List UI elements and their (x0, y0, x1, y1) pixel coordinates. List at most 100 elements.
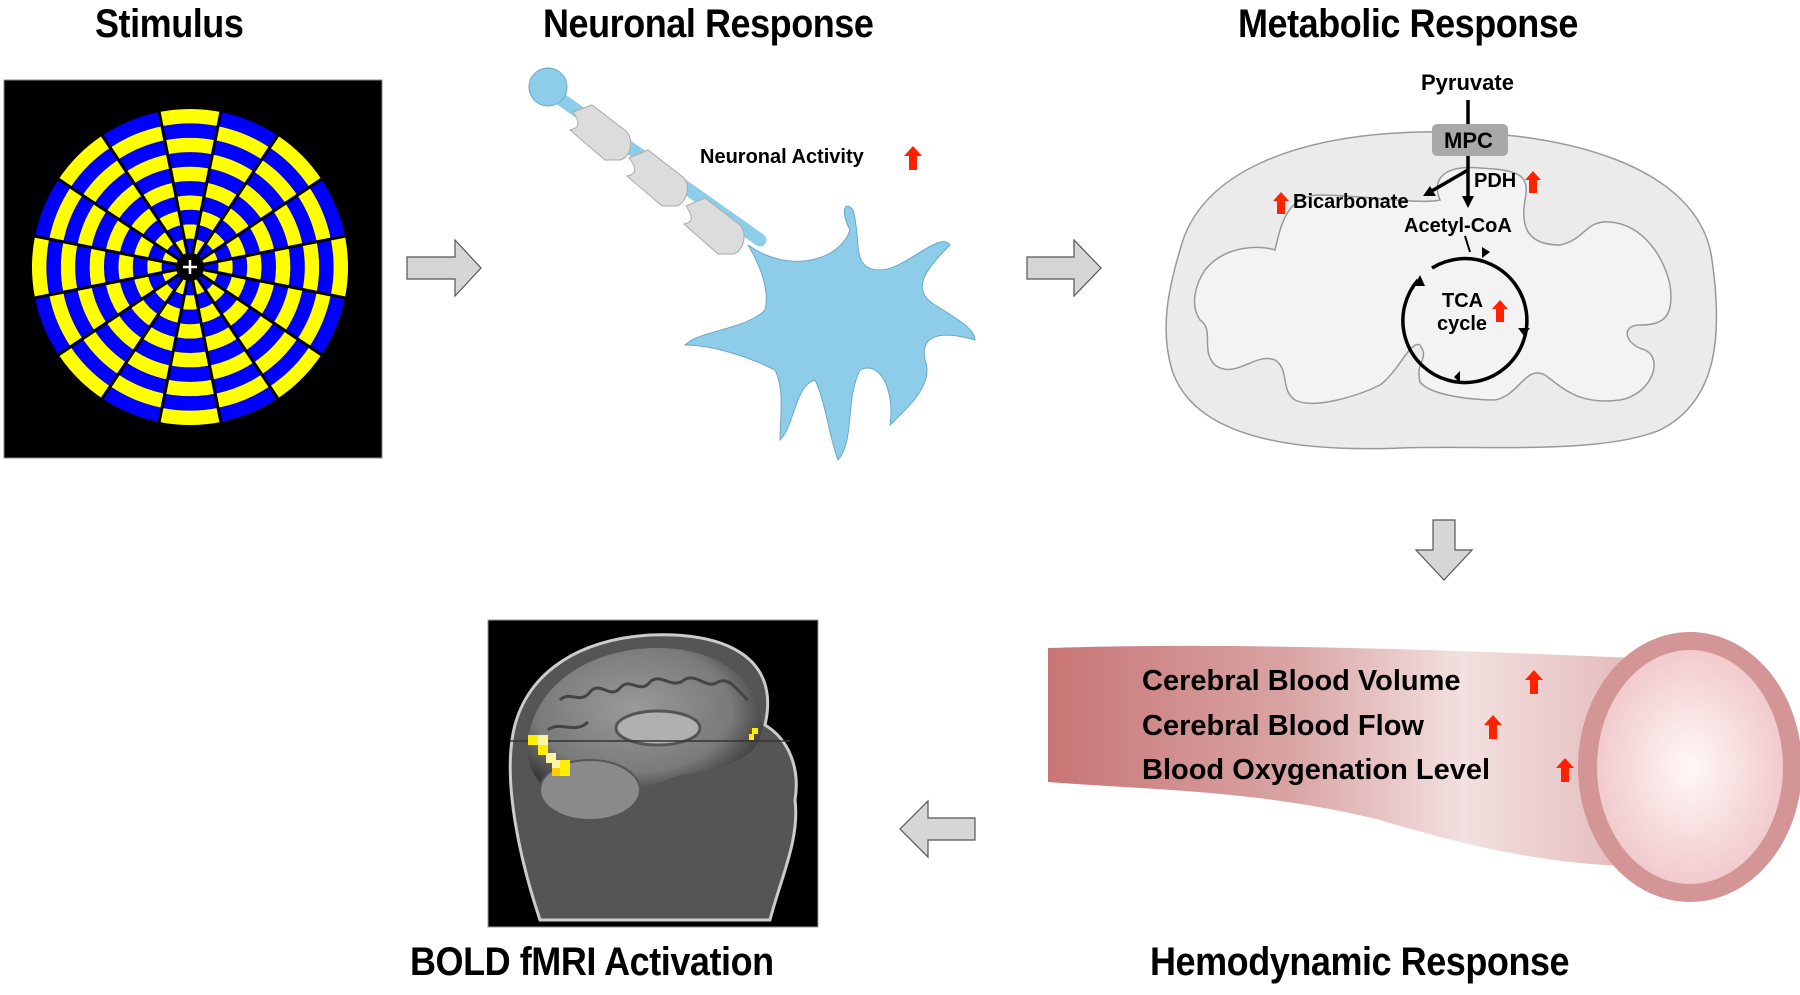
checker-cell (161, 393, 219, 411)
sector-divider (189, 265, 323, 357)
checker-cell (273, 286, 303, 331)
checker-cell (218, 386, 278, 422)
checker-cell (94, 171, 135, 212)
checker-cell (184, 280, 196, 296)
arrow-head-icon (1462, 196, 1474, 208)
checker-cell (237, 278, 261, 307)
checker-cell (102, 112, 162, 148)
checker-cell (161, 123, 219, 141)
checker-cell (221, 298, 250, 327)
increase-arrow-icon (1556, 758, 1574, 782)
checker-cell (159, 407, 221, 425)
checker-cell (195, 290, 214, 309)
checker-cell (134, 168, 174, 196)
sector-divider (188, 134, 280, 268)
checker-cell (142, 326, 177, 352)
checker-cell (213, 290, 238, 315)
checker-cell (215, 126, 270, 160)
checker-cell (148, 243, 167, 262)
checker-cell (89, 247, 106, 287)
sector-divider (34, 234, 191, 269)
checker-cell (260, 250, 277, 284)
checker-cell (174, 239, 188, 256)
checkerboard-rings (32, 109, 348, 425)
checker-cell (162, 251, 179, 265)
soma (683, 205, 976, 461)
checker-cell (118, 140, 168, 172)
checker-cell (91, 211, 119, 251)
increase-arrow-icon (1525, 670, 1543, 694)
checker-cell (133, 275, 155, 299)
checker-cell (63, 289, 95, 339)
checker-cell (181, 294, 199, 310)
checker-cell (206, 168, 246, 196)
checker-cell (70, 338, 119, 387)
checker-cell (104, 250, 120, 284)
checker-cell (154, 282, 175, 303)
checker-cell (49, 187, 83, 242)
checker-cell (58, 135, 111, 188)
checker-cell (330, 236, 348, 298)
checker-cell (273, 203, 303, 248)
head-outline (508, 633, 798, 922)
checker-cell (192, 278, 206, 295)
checker-cell (173, 337, 207, 353)
checker-cell (159, 109, 221, 127)
sector-divider (57, 265, 191, 357)
checker-cell (162, 269, 179, 283)
hemodynamic-item: Blood Oxygenation Level (1142, 754, 1491, 786)
checker-cell (58, 346, 111, 399)
sector-divider (189, 177, 323, 269)
checker-cell (309, 295, 345, 355)
checker-cell (118, 362, 168, 394)
checker-cell (110, 126, 165, 160)
checker-cell (170, 166, 210, 183)
sector-divider (34, 265, 191, 300)
checker-cell (77, 203, 107, 248)
checker-cell (215, 374, 270, 408)
checker-cell (35, 295, 71, 355)
checker-cell (130, 207, 159, 236)
corpus-callosum (614, 709, 702, 747)
axon-terminal (528, 67, 568, 107)
checker-cell (218, 112, 278, 148)
checker-cell (102, 386, 162, 422)
checker-cell (118, 306, 151, 339)
checker-cell (237, 183, 274, 220)
checker-cell (82, 159, 127, 204)
checker-cell (269, 135, 322, 188)
hemodynamic-item: Cerebral Blood Volume (1142, 665, 1461, 697)
checker-cell (130, 298, 159, 327)
checker-cell (309, 179, 345, 239)
activation-cluster (528, 728, 758, 776)
vessel-lumen (1597, 650, 1783, 884)
checker-cell (63, 195, 95, 245)
arrow-head-icon (1423, 186, 1436, 196)
checker-cell (205, 282, 226, 303)
checker-cell (203, 326, 238, 352)
checker-cell (75, 244, 92, 290)
checker-cell (225, 275, 247, 299)
checker-cell (229, 195, 262, 228)
bicarbonate-label: Bicarbonate (1293, 191, 1409, 213)
mpc-label: MPC (1444, 128, 1493, 153)
pdh-label: PDH (1474, 170, 1517, 192)
checker-cell (133, 235, 155, 259)
checker-cell (285, 289, 317, 339)
checker-cell (46, 238, 64, 296)
checker-cell (203, 182, 238, 208)
checker-cell (134, 338, 174, 366)
checker-cell (173, 180, 207, 197)
checker-cell (205, 231, 226, 252)
sector-divider (188, 111, 223, 268)
brain (527, 647, 762, 800)
arrow-down-icon (1414, 519, 1474, 581)
checker-cell (32, 236, 50, 298)
checker-cell (150, 196, 179, 220)
checker-cell (164, 137, 216, 155)
checker-cell (154, 231, 175, 252)
checker-cell (105, 280, 131, 315)
checker-cell (181, 224, 199, 240)
checker-cell (231, 255, 248, 279)
